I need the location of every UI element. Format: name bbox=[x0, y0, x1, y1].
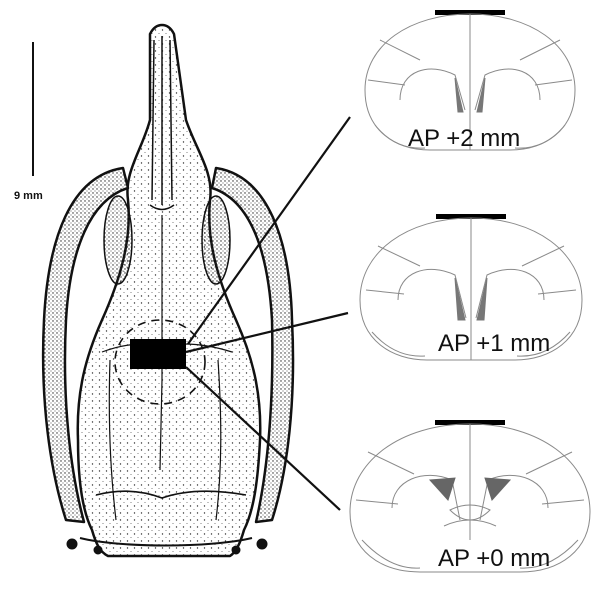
section-label-ap0: AP +0 mm bbox=[438, 545, 550, 573]
scale-bar-label: 9 mm bbox=[14, 190, 43, 202]
rat-skull-drawing bbox=[43, 25, 293, 556]
target-rectangle bbox=[130, 339, 186, 369]
section-label-ap1: AP +1 mm bbox=[438, 330, 550, 358]
section-label-ap2: AP +2 mm bbox=[408, 125, 520, 153]
